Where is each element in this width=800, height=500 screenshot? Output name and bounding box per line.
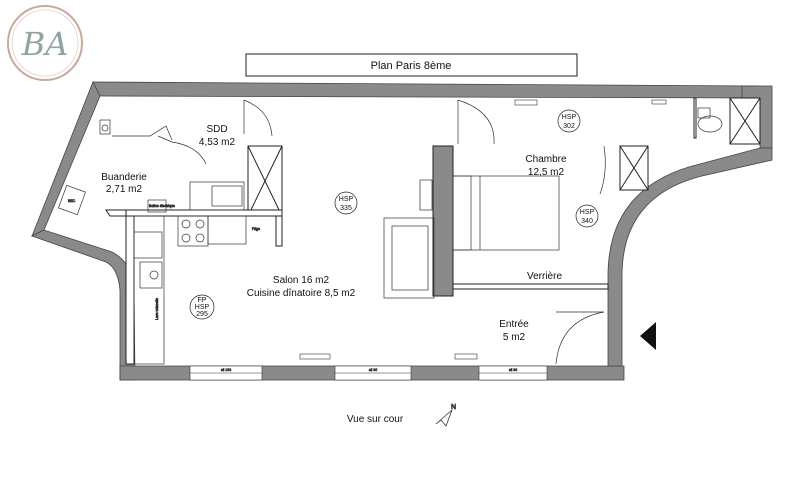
room-verriere-name: Verrière (527, 271, 562, 282)
interior-walls (105, 97, 761, 365)
hsp-markers: HSP 335 HSP 302 HSP 340 FP HSP 295 (189, 109, 599, 320)
svg-text:335: 335 (340, 205, 352, 212)
room-sdd-area: 4,53 m2 (199, 137, 236, 148)
sdd-furniture: Ballon électrique (147, 181, 245, 213)
svg-text:HSP: HSP (339, 196, 354, 203)
svg-text:302: 302 (563, 123, 575, 130)
kitchen: Frigo Lave vaisselle (133, 215, 260, 365)
svg-text:FP: FP (198, 297, 207, 304)
window-label-1: all 153 (221, 368, 231, 372)
room-entree-area: 5 m2 (503, 332, 526, 343)
room-chambre-name: Chambre (525, 154, 567, 165)
doors (157, 99, 606, 365)
hsp-marker-chambre-right: HSP 340 (575, 204, 599, 228)
svg-text:HSP: HSP (195, 304, 210, 311)
room-sdd-name: SDD (206, 124, 227, 135)
wc-furniture (697, 107, 723, 133)
ballon-label: Ballon électrique (149, 204, 175, 208)
brand-logo: BA (7, 5, 83, 81)
room-buanderie-area: 2,71 m2 (106, 184, 143, 195)
room-salon-area: Cuisine dînatoire 8,5 m2 (247, 288, 356, 299)
room-chambre-area: 12,5 m2 (528, 167, 565, 178)
window-label-3: all 36 (509, 368, 517, 372)
walls (30, 81, 773, 381)
room-labels: SDD 4,53 m2 Buanderie 2,71 m2 Chambre 12… (101, 124, 567, 343)
bottom-windows: all 153 all 36 all 36 (189, 365, 548, 381)
hsp-marker-fp: FP HSP 295 (189, 294, 215, 320)
svg-text:HSP: HSP (580, 209, 595, 216)
buanderie-furniture: BEC (58, 119, 173, 216)
svg-text:340: 340 (581, 218, 593, 225)
svg-text:295: 295 (196, 311, 208, 318)
hsp-marker-chambre-top: HSP 302 (557, 109, 581, 133)
room-buanderie-name: Buanderie (101, 172, 147, 183)
room-salon-name: Salon 16 m2 (273, 275, 330, 286)
window-label-2: all 36 (369, 368, 377, 372)
bec-label: BEC (68, 199, 76, 203)
lave-label: Lave vaisselle (155, 298, 159, 320)
svg-text:HSP: HSP (562, 114, 577, 121)
radiators (299, 99, 667, 360)
hsp-marker-salon: HSP 335 (334, 191, 358, 215)
entrance-arrow (640, 322, 656, 350)
plan-title: Plan Paris 8ème (371, 60, 452, 72)
logo-letters: BA (21, 25, 69, 63)
plan-title-box: Plan Paris 8ème (245, 53, 578, 77)
compass-icon: N (435, 404, 456, 427)
view-caption: Vue sur cour (347, 414, 404, 425)
frigo-label: Frigo (252, 227, 260, 231)
room-entree-name: Entrée (499, 319, 529, 330)
living-furniture (383, 175, 560, 299)
compass-label: N (451, 404, 456, 411)
